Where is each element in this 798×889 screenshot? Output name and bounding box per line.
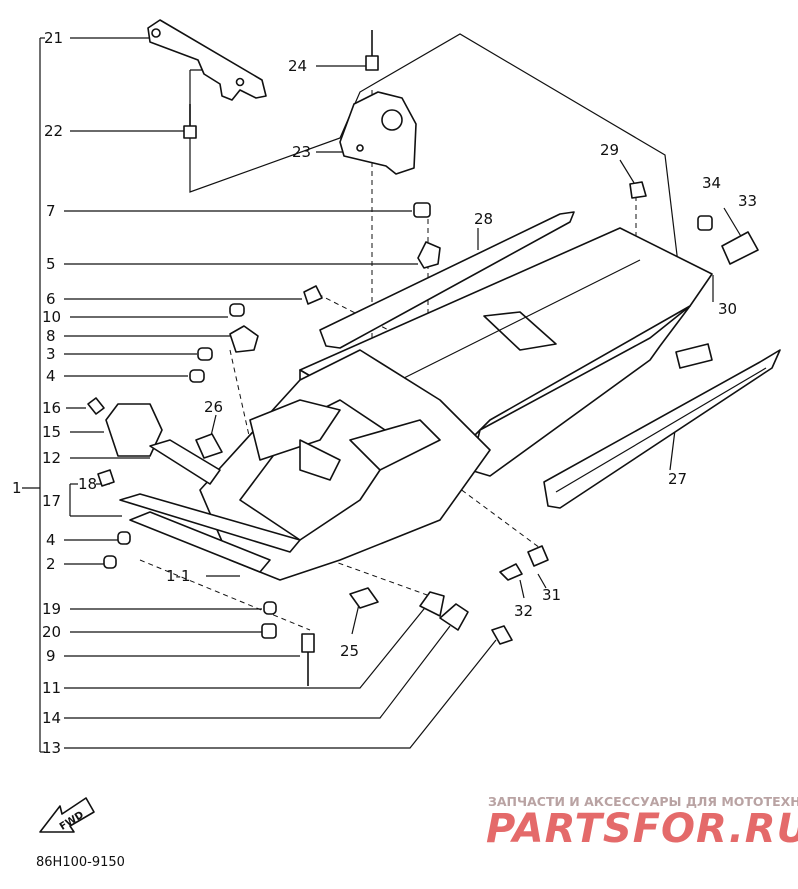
part-21-bracket [147, 19, 267, 101]
part-13-bolt [491, 625, 513, 645]
index-bracket [22, 37, 122, 753]
part-10-bushing [229, 303, 245, 317]
label-4b: 4 [46, 531, 56, 549]
label-17: 17 [42, 492, 61, 510]
label-31: 31 [542, 586, 561, 604]
label-4: 4 [46, 367, 56, 385]
part-4-bushing [189, 369, 205, 383]
part-8-mount [229, 325, 259, 353]
label-5: 5 [46, 255, 56, 273]
label-1: 1 [12, 479, 22, 497]
part-16-bolt [87, 397, 105, 415]
part-24-bolt [365, 30, 379, 71]
label-14: 14 [42, 709, 61, 727]
label-20: 20 [42, 623, 61, 641]
part-2-bushing [103, 555, 117, 569]
part-28-rail [319, 211, 575, 349]
part-14-bracket [439, 603, 469, 631]
label-13: 13 [42, 739, 61, 757]
part-6-bolt [303, 285, 323, 305]
part-12-arm [149, 439, 221, 485]
part-23-bracket [339, 91, 417, 175]
label-1-1: 1-1 [166, 567, 191, 585]
label-30: 30 [718, 300, 737, 318]
callout-labels: 21 22 7 5 6 10 8 3 4 16 15 12 1 17 18 4 … [12, 29, 757, 757]
part-32-rivet [499, 563, 523, 581]
label-21: 21 [44, 29, 63, 47]
assembly-outline [189, 33, 681, 281]
part-26-plate [195, 433, 223, 459]
label-10: 10 [42, 308, 61, 326]
label-34: 34 [702, 174, 721, 192]
part-22-bolt [183, 104, 197, 139]
label-15: 15 [42, 423, 61, 441]
part-33-plate [721, 231, 759, 265]
label-23: 23 [292, 143, 311, 161]
label-16: 16 [42, 399, 61, 417]
label-2: 2 [46, 555, 56, 573]
label-6: 6 [46, 290, 56, 308]
label-24: 24 [288, 57, 307, 75]
label-11: 11 [42, 679, 61, 697]
label-29: 29 [600, 141, 619, 159]
label-25: 25 [340, 642, 359, 660]
label-22: 22 [44, 122, 63, 140]
part-5-bracket [417, 241, 441, 269]
label-3: 3 [46, 345, 56, 363]
drawing-code: 86H100-9150 [36, 855, 125, 870]
label-19: 19 [42, 600, 61, 618]
part-34-clip [697, 215, 713, 231]
part-31-clip [527, 545, 549, 567]
main-frame [119, 227, 713, 581]
part-19-washer [263, 601, 277, 615]
fwd-arrow: FWD [39, 797, 95, 833]
watermark-tagline: ЗАПЧАСТИ И АКСЕССУАРЫ ДЛЯ МОТОТЕХНИКИ [488, 794, 798, 809]
part-25-stopper [349, 587, 379, 609]
part-30-label [675, 343, 713, 369]
label-32: 32 [514, 602, 533, 620]
label-28: 28 [474, 210, 493, 228]
part-7-nut [413, 202, 431, 218]
label-8: 8 [46, 327, 56, 345]
part-11-bracket [419, 591, 445, 617]
part-18-cap [97, 469, 115, 487]
part-3-bushing [197, 347, 213, 361]
part-20-nut [261, 623, 277, 639]
part-9-bolt [301, 633, 315, 686]
label-7: 7 [46, 202, 56, 220]
watermark: ЗАПЧАСТИ И АКСЕССУАРЫ ДЛЯ МОТОТЕХНИКИ PA… [486, 794, 798, 852]
label-12: 12 [42, 449, 61, 467]
left-hardware [87, 285, 549, 686]
part-4-bushing-lower [117, 531, 131, 545]
label-9: 9 [46, 647, 56, 665]
part-29-cap [629, 181, 647, 199]
label-33: 33 [738, 192, 757, 210]
watermark-brand: PARTSFOR.RU [486, 806, 798, 852]
label-18: 18 [78, 475, 97, 493]
label-27: 27 [668, 470, 687, 488]
label-26: 26 [204, 398, 223, 416]
part-15-boot [105, 403, 163, 457]
